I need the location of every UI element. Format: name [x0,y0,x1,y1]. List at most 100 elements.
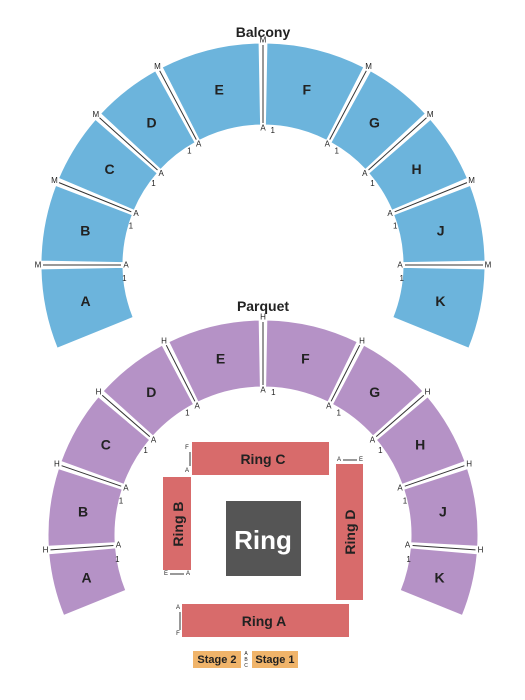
section-ring-a[interactable] [182,604,349,637]
balcony-seat-first-marker: 1 [334,147,339,156]
parquet-row-last-marker: H [478,546,484,555]
ring-stage-label: Ring [234,525,292,555]
section-stage-1[interactable] [252,651,298,668]
parquet-aisle-line [330,344,361,402]
balcony-section-j-label: J [437,223,445,239]
balcony-section-h[interactable] [367,118,469,211]
parquet-section-a-label: A [81,569,91,585]
parquet-section-h[interactable] [375,396,466,486]
balcony-seat-first-marker: 1 [151,179,156,188]
balcony-heading: Balcony [236,24,291,40]
section-stage-1-label: Stage 1 [255,654,294,666]
balcony-row-first-marker: A [196,140,202,149]
balcony-row-first-marker: A [159,169,165,178]
parquet-section-f[interactable] [265,319,358,403]
balcony-seat-first-marker: 1 [399,274,404,283]
balcony-section-j[interactable] [393,184,486,264]
parquet-section-e[interactable] [168,319,261,403]
parquet-section-d[interactable] [102,344,195,437]
balcony-row-last-marker: M [365,62,372,71]
balcony-row-last-marker: M [260,36,267,45]
parquet-seat-first-marker: 1 [403,497,408,506]
parquet-aisle-line [61,465,122,487]
balcony-aisle-line [58,182,132,213]
ring-a-row-last: F [176,631,180,637]
parquet-section-f-label: F [301,351,310,367]
parquet-row-first-marker: A [151,435,157,444]
parquet-aisle-line [165,344,196,402]
parquet-row-last-marker: H [425,388,431,397]
parquet-row-first-marker: A [260,386,266,395]
parquet-row-first-marker: A [123,483,129,492]
parquet-row-last-marker: H [54,460,60,469]
parquet-section-g-label: G [369,384,380,400]
balcony-section-b[interactable] [40,184,133,264]
balcony-row-last-marker: M [35,261,42,270]
balcony-aisle-line [394,182,468,213]
balcony-seat-first-marker: 1 [122,274,127,283]
balcony-row-last-marker: M [468,176,475,185]
parquet-section-j-label: J [439,503,447,519]
parquet-seat-first-marker: 1 [143,446,148,455]
balcony-seat-first-marker: 1 [129,222,134,231]
ring-stage [226,501,301,576]
section-stage-2-label: Stage 2 [197,654,236,666]
balcony-section-c[interactable] [57,118,159,211]
parquet-seat-first-marker: 1 [115,555,120,564]
section-stage-2[interactable] [193,651,241,668]
parquet-section-h-label: H [415,436,425,452]
parquet-seat-first-marker: 1 [271,388,276,397]
parquet-row-first-marker: A [370,435,376,444]
balcony-row-last-marker: M [51,176,58,185]
balcony-aisle-line [159,70,197,140]
parquet-seat-first-marker: 1 [119,497,124,506]
balcony-section-d[interactable] [99,70,196,171]
balcony-seat-first-marker: 1 [393,222,398,231]
parquet-row-first-marker: A [326,401,332,410]
balcony-seat-first-marker: 1 [187,147,192,156]
balcony-section-k-label: K [435,293,445,309]
parquet-row-last-marker: H [260,313,266,322]
section-ring-b[interactable] [163,477,191,570]
parquet-row-last-marker: H [359,336,365,345]
parquet-row-last-marker: H [466,460,472,469]
section-ring-a-label: Ring A [242,613,287,629]
parquet-section-k[interactable] [399,547,478,617]
balcony-row-first-marker: A [123,261,129,270]
balcony-section-h-label: H [411,161,421,177]
stage-row-c: C [244,663,248,669]
balcony-row-first-marker: A [260,124,266,133]
balcony-row-last-marker: M [92,110,99,119]
balcony-section-k[interactable] [392,266,486,349]
balcony-row-first-marker: A [387,209,393,218]
parquet-row-first-marker: A [405,541,411,550]
balcony-section-f-label: F [303,81,312,97]
section-ring-d[interactable] [336,464,363,600]
balcony-section-f[interactable] [264,42,365,141]
parquet-aisle-line [50,545,114,551]
parquet-section-b[interactable] [47,467,123,547]
balcony-section-d-label: D [147,114,157,130]
parquet-section-j[interactable] [403,467,479,547]
parquet-section-c-label: C [101,436,111,452]
parquet-section-g[interactable] [331,344,424,437]
balcony-aisle-line [329,70,367,140]
stage-row-a: A [244,651,248,657]
balcony-section-e-label: E [215,81,224,97]
balcony-section-a[interactable] [40,266,134,349]
balcony-row-last-marker: M [427,110,434,119]
ring-c-row-first: F [185,445,189,451]
stage-row-b: B [244,657,248,663]
balcony-section-e[interactable] [161,42,262,141]
section-ring-d-label: Ring D [342,509,358,554]
section-ring-c[interactable] [192,442,329,475]
parquet-seat-first-marker: 1 [406,555,411,564]
balcony-section-g-label: G [369,114,380,130]
section-ring-c-label: Ring C [240,451,285,467]
parquet-heading: Parquet [237,298,289,314]
parquet-section-c[interactable] [60,396,151,486]
parquet-section-a[interactable] [48,547,127,617]
balcony-aisle-line [368,117,427,171]
balcony-section-g[interactable] [330,70,427,171]
